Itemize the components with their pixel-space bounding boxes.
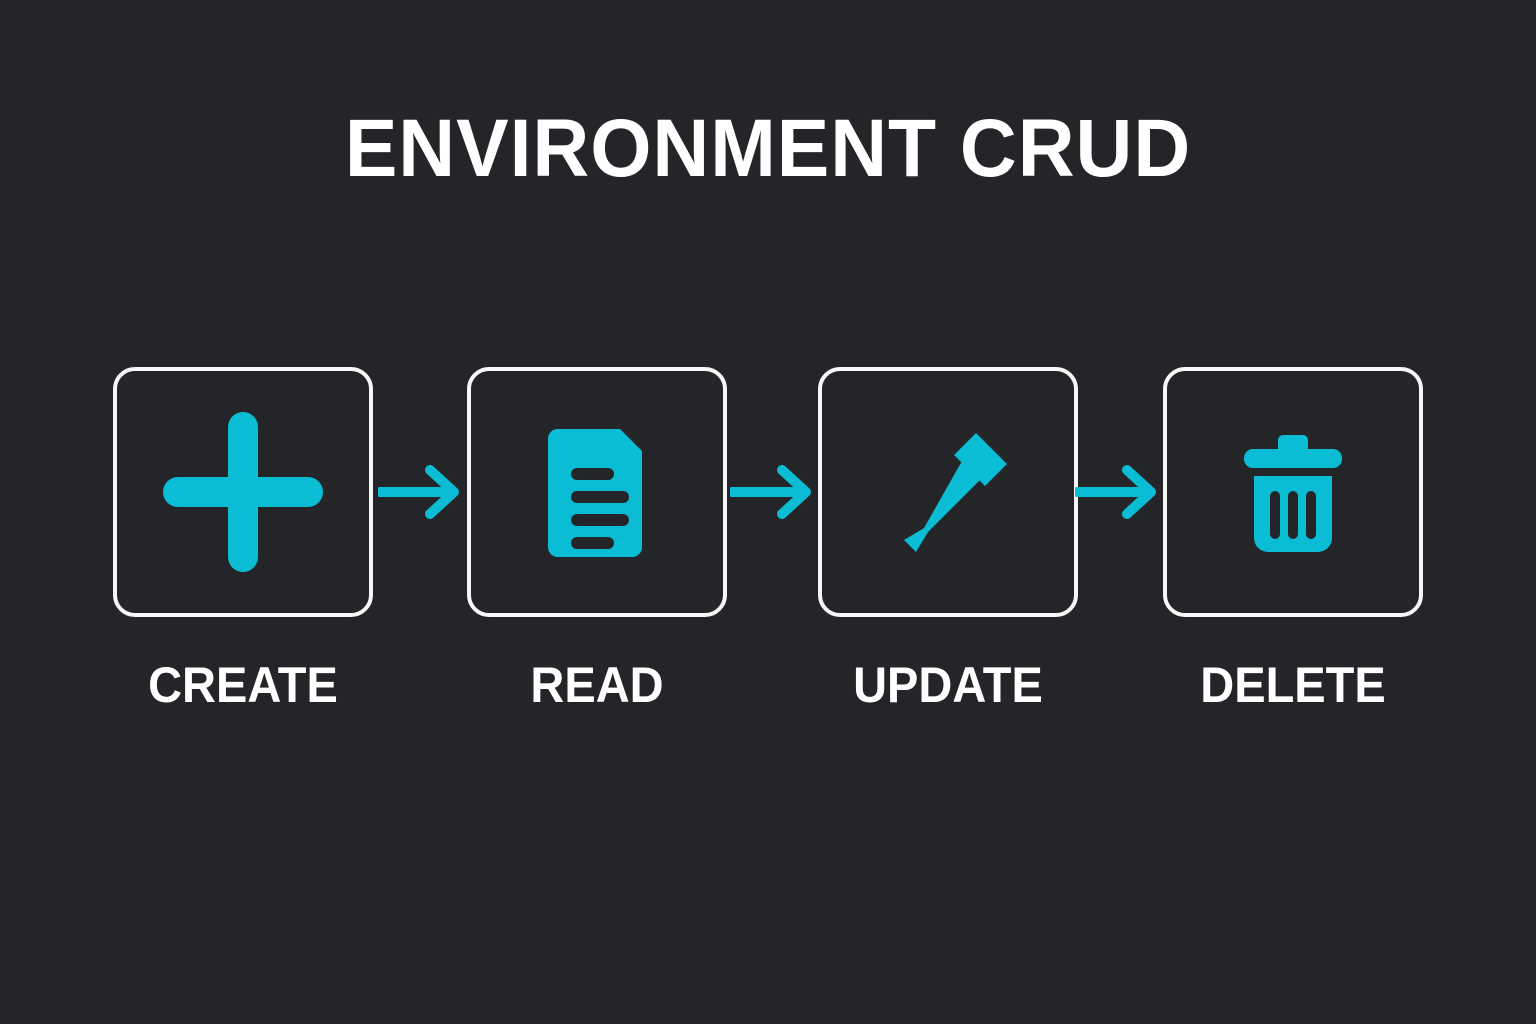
crud-step-create-card[interactable] [113, 367, 373, 617]
page-title: ENVIRONMENT CRUD [344, 103, 1192, 194]
crud-step-read-card[interactable] [467, 367, 727, 617]
arrow-right-icon [730, 465, 811, 519]
arrow-right-icon [378, 465, 459, 519]
arrow-right-icon [1075, 465, 1156, 519]
document-icon [548, 429, 642, 557]
crud-step-delete-card[interactable] [1163, 367, 1423, 617]
crud-label-read: READ [530, 657, 664, 713]
crud-flow-diagram [113, 367, 1423, 617]
crud-label-create: CREATE [148, 657, 338, 713]
crud-label-delete: DELETE [1200, 657, 1386, 713]
trash-icon [1244, 435, 1342, 552]
crud-label-update: UPDATE [853, 657, 1043, 713]
crud-step-labels: CREATE READ UPDATE DELETE [113, 660, 1423, 720]
crud-step-update-card[interactable] [818, 367, 1078, 617]
pencil-icon [904, 433, 1007, 552]
plus-icon [163, 412, 323, 572]
